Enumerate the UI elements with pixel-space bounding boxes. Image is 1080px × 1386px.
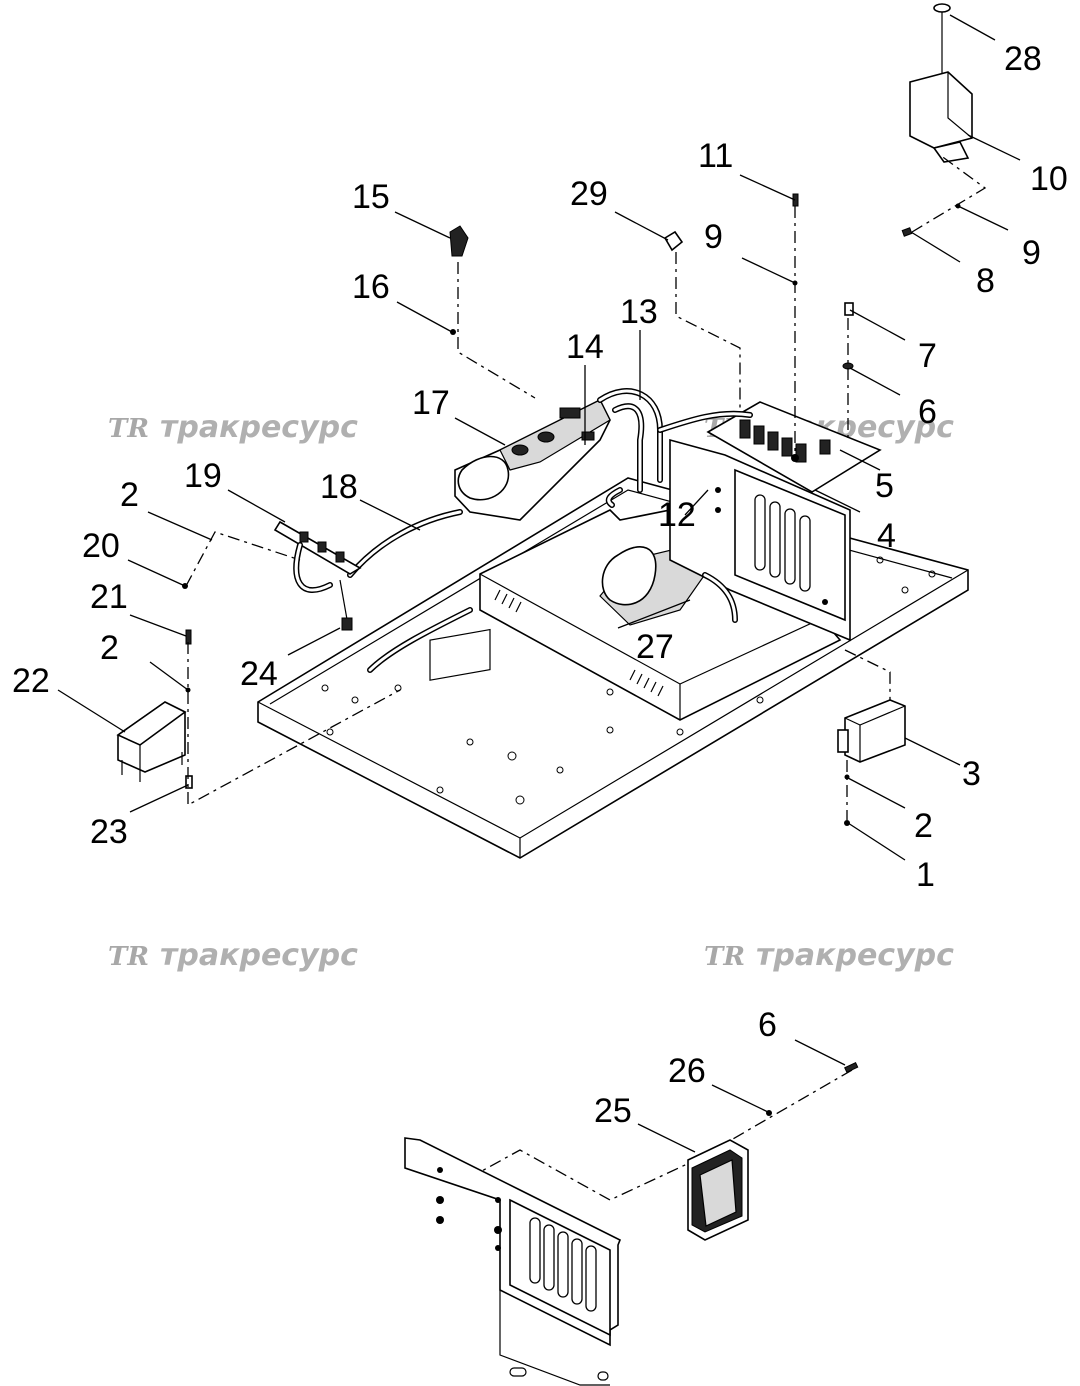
callout-4: 4 [877, 517, 896, 555]
callout-6: 6 [918, 393, 937, 431]
callout-17: 17 [412, 384, 450, 422]
watermark-text: тракресурс [756, 938, 954, 973]
callout-3: 3 [962, 755, 981, 793]
assembly-lines [185, 154, 987, 1201]
foot-pedal [116, 701, 187, 782]
callout-26: 26 [668, 1052, 706, 1090]
callout-28: 28 [1004, 40, 1042, 78]
callout-14: 14 [566, 328, 604, 366]
callout-16: 16 [352, 268, 390, 306]
callout-5: 5 [875, 467, 894, 505]
cable-harness [347, 388, 753, 673]
callout-23: 23 [90, 813, 128, 851]
watermark-logo: TR [704, 942, 745, 972]
callout-22: 22 [12, 662, 50, 700]
callout-13: 13 [620, 293, 658, 331]
callout-9: 9 [1022, 234, 1041, 272]
watermark-top-left: TR тракресурс [108, 410, 358, 445]
callout-24: 24 [240, 655, 278, 693]
callout-27: 27 [636, 628, 674, 666]
callout-20: 20 [82, 527, 120, 565]
callout-25: 25 [594, 1092, 632, 1130]
watermark-text: тракресурс [160, 938, 358, 973]
callout-2: 2 [100, 629, 119, 667]
callout-1: 1 [916, 856, 935, 894]
key-switch [449, 225, 469, 257]
cable-clip [663, 230, 684, 252]
armrest-controller [454, 398, 611, 521]
watermark-text: тракресурс [160, 410, 358, 445]
module-box-3 [837, 699, 906, 763]
control-module-top [909, 3, 973, 163]
callout-2: 2 [120, 476, 139, 514]
callout-21: 21 [90, 578, 128, 616]
watermark-bottom-right: TR тракресурс [704, 938, 954, 973]
callout-18: 18 [320, 468, 358, 506]
callout-12: 12 [658, 496, 696, 534]
callout-10: 10 [1030, 160, 1068, 198]
bracket-19 [273, 520, 362, 631]
callout-6: 6 [758, 1006, 777, 1044]
watermark-bottom-left: TR тракресурс [108, 938, 358, 973]
ecu-25 [687, 1139, 749, 1241]
rear-panel [669, 438, 851, 642]
leader-lines [57, 14, 1021, 1153]
callout-7: 7 [918, 337, 937, 375]
callout-labels: 28 10 9 8 7 6 5 4 11 9 29 13 14 15 16 17… [12, 40, 1068, 1130]
lower-panel [404, 1137, 622, 1386]
callout-29: 29 [570, 175, 608, 213]
callout-9: 9 [704, 218, 723, 256]
watermark-logo: TR [108, 414, 149, 444]
callout-2: 2 [914, 807, 933, 845]
callout-8: 8 [976, 262, 995, 300]
watermark-logo: TR [108, 942, 149, 972]
callout-19: 19 [184, 457, 222, 495]
callout-11: 11 [698, 137, 733, 175]
callout-15: 15 [352, 178, 390, 216]
